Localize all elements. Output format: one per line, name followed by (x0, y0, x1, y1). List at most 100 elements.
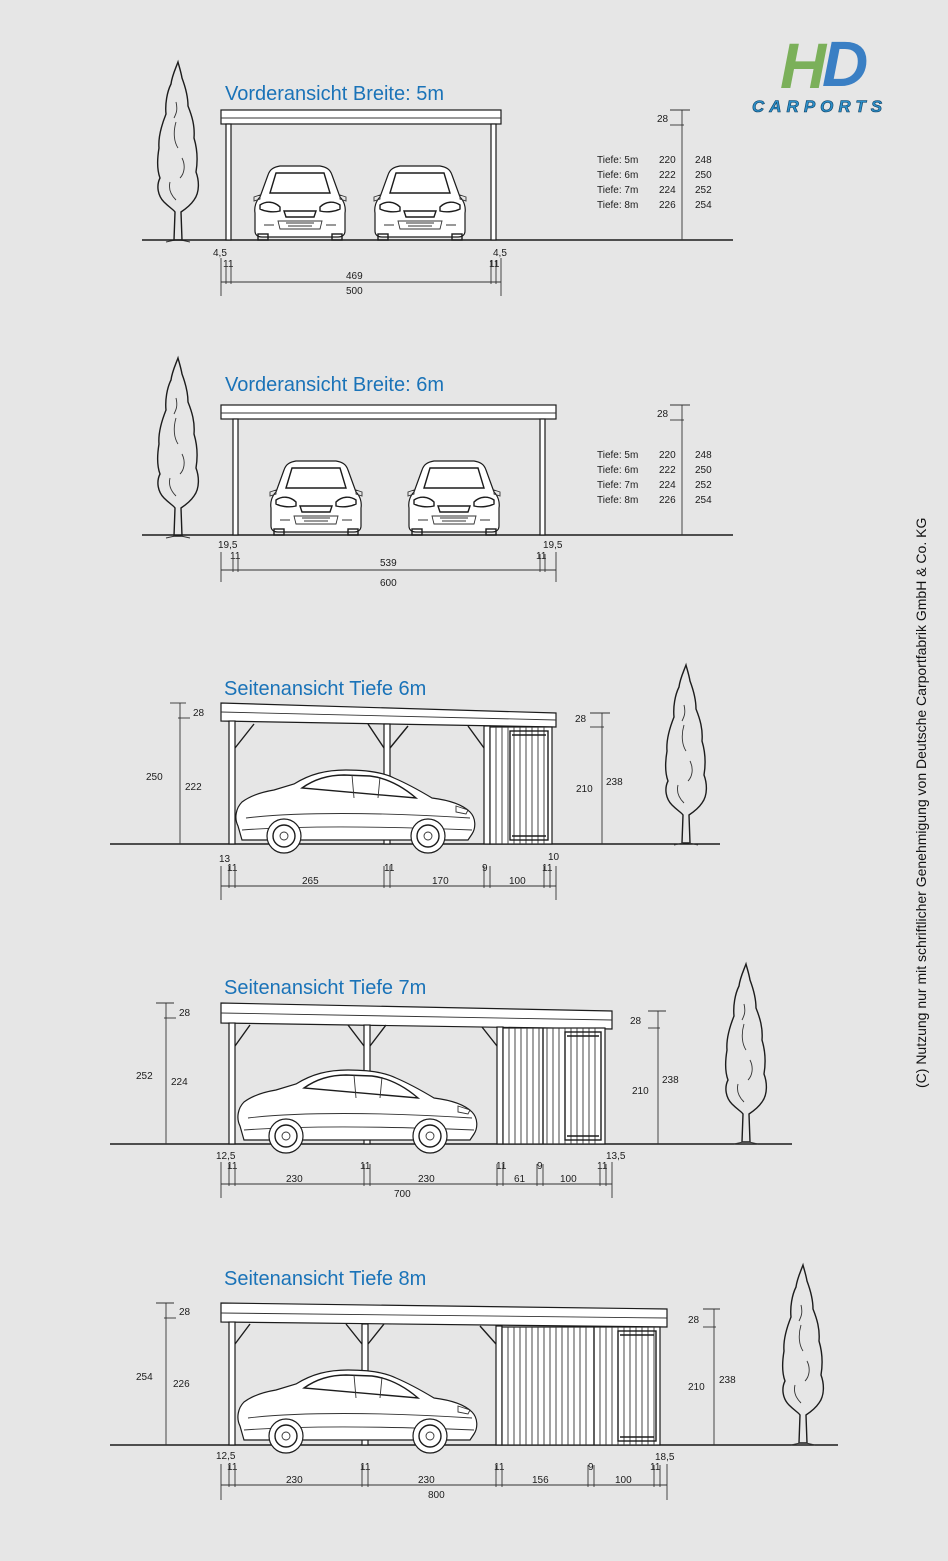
height-table: Tiefe: 5m 220 248 Tiefe: 6m 222 250 Tief… (597, 155, 712, 211)
dimension-label: 226 (173, 1379, 190, 1390)
dimension-label: 11 (360, 1462, 371, 1473)
car-side-icon (237, 1369, 478, 1454)
dimension-label: 12,5 (216, 1151, 236, 1162)
car-side-icon (237, 1069, 478, 1154)
dimension-label: 13 (219, 854, 231, 865)
dimension-label: 28 (575, 714, 587, 725)
dimension-label: 11 (384, 863, 395, 874)
total-depth-label: 800 (428, 1490, 445, 1501)
side-view-7m: Seitenansicht Tiefe 7m 28 252 224 28 210… (110, 963, 792, 1200)
view-title: Seitenansicht Tiefe 8m (224, 1268, 426, 1290)
dimension-label: 170 (432, 876, 449, 887)
dimension-label: 9 (482, 863, 488, 874)
dimension-label: 224 (171, 1077, 188, 1088)
dimension-label: Tiefe: 5m (597, 450, 638, 461)
front-view-6m: Vorderansicht Breite: 6m 28 Tiefe: 5m 22… (142, 357, 733, 589)
dimension-label: 11 (650, 1462, 661, 1473)
dimension-label: Tiefe: 6m (597, 170, 638, 181)
dimension-label: 226 (659, 200, 676, 211)
dimension-label: 10 (548, 852, 560, 863)
dimension-label: 156 (532, 1475, 549, 1486)
dimension-label: Tiefe: 5m (597, 155, 638, 166)
car-front-icon (373, 165, 467, 241)
logo-letter-h: H (780, 30, 828, 102)
dimension-label: 28 (193, 708, 205, 719)
car-front-icon (253, 165, 347, 241)
dimension-label: Tiefe: 8m (597, 495, 638, 506)
dimension-label: Tiefe: 8m (597, 200, 638, 211)
dimension-label: 250 (695, 465, 712, 476)
dimension-label: 19,5 (218, 540, 238, 551)
dimension-label: 222 (659, 170, 676, 181)
dimension-label: 28 (688, 1315, 700, 1326)
dimension-label: 230 (418, 1174, 435, 1185)
front-view-5m: Vorderansicht Breite: 5m 28 Tiefe: 5m 22… (142, 61, 733, 297)
dimension-label: 12,5 (216, 1451, 236, 1462)
dimension-label: 210 (632, 1086, 649, 1097)
height-table: Tiefe: 5m 220 248 Tiefe: 6m 222 250 Tief… (597, 450, 712, 506)
car-front-icon (269, 460, 363, 536)
dimension-label: Tiefe: 7m (597, 185, 638, 196)
dimension-label: 11 (360, 1161, 371, 1172)
dimension-label: 250 (146, 772, 163, 783)
view-title: Vorderansicht Breite: 6m (225, 374, 444, 396)
dimension-label: 238 (606, 777, 623, 788)
dimension-label: 13,5 (606, 1151, 626, 1162)
dimension-label: 9 (588, 1462, 594, 1473)
side-view-8m: Seitenansicht Tiefe 8m 28 254 226 28 210… (110, 1264, 838, 1501)
dimension-label: 11 (542, 863, 553, 874)
dimension-label: 252 (695, 480, 712, 491)
car-side-icon (235, 769, 476, 854)
copyright-notice: (C) Nutzung nur mit schriftlicher Genehm… (913, 518, 929, 1088)
dimension-label: 238 (719, 1375, 736, 1386)
dimension-label: 254 (695, 200, 712, 211)
dimension-label: 28 (630, 1016, 642, 1027)
car-front-icon (407, 460, 501, 536)
dimension-label: 222 (659, 465, 676, 476)
dimension-label: 11 (227, 863, 238, 874)
logo-letter-d: D (822, 28, 868, 100)
dimension-label: 100 (615, 1475, 632, 1486)
dimension-label: 224 (659, 185, 676, 196)
dimension-label: 11 (230, 551, 241, 562)
side-view-6m: Seitenansicht Tiefe 6m 28 250 222 28 210… (110, 664, 720, 900)
dimension-label: 18,5 (655, 1452, 675, 1463)
roof-height-label: 28 (657, 409, 669, 420)
dimension-label: 61 (514, 1174, 526, 1185)
dimension-label: 4,5 (213, 248, 227, 259)
dimension-label: 252 (695, 185, 712, 196)
dimension-label: 254 (136, 1372, 153, 1383)
dimension-label: 250 (695, 170, 712, 181)
tree-icon (664, 664, 708, 846)
hd-carports-logo: H D CARPORTS (752, 28, 883, 116)
dimension-label: 11 (494, 1462, 505, 1473)
inner-width-label: 539 (380, 558, 397, 569)
total-width-label: 500 (346, 286, 363, 297)
dimension-label: 210 (688, 1382, 705, 1393)
dimension-label: 226 (659, 495, 676, 506)
dimension-label: 100 (509, 876, 526, 887)
dimension-label: 224 (659, 480, 676, 491)
view-title: Vorderansicht Breite: 5m (225, 83, 444, 105)
roof-height-label: 28 (657, 114, 669, 125)
dimension-label: 11 (227, 1161, 238, 1172)
tree-icon (156, 61, 200, 243)
dimension-label: 230 (418, 1475, 435, 1486)
dimension-label: 252 (136, 1071, 153, 1082)
dimension-label: Tiefe: 7m (597, 480, 638, 491)
dimension-label: 19,5 (543, 540, 563, 551)
total-depth-label: 700 (394, 1189, 411, 1200)
dimension-label: 28 (179, 1307, 191, 1318)
dimension-label: Tiefe: 6m (597, 465, 638, 476)
dimension-label: 28 (179, 1008, 191, 1019)
dimension-label: 248 (695, 155, 712, 166)
dimension-label: 9 (537, 1161, 543, 1172)
tree-icon (781, 1264, 825, 1446)
dimension-label: 222 (185, 782, 202, 793)
dimension-label: 265 (302, 876, 319, 887)
total-width-label: 600 (380, 578, 397, 589)
view-title: Seitenansicht Tiefe 6m (224, 678, 426, 700)
view-title: Seitenansicht Tiefe 7m (224, 977, 426, 999)
dimension-label: 100 (560, 1174, 577, 1185)
